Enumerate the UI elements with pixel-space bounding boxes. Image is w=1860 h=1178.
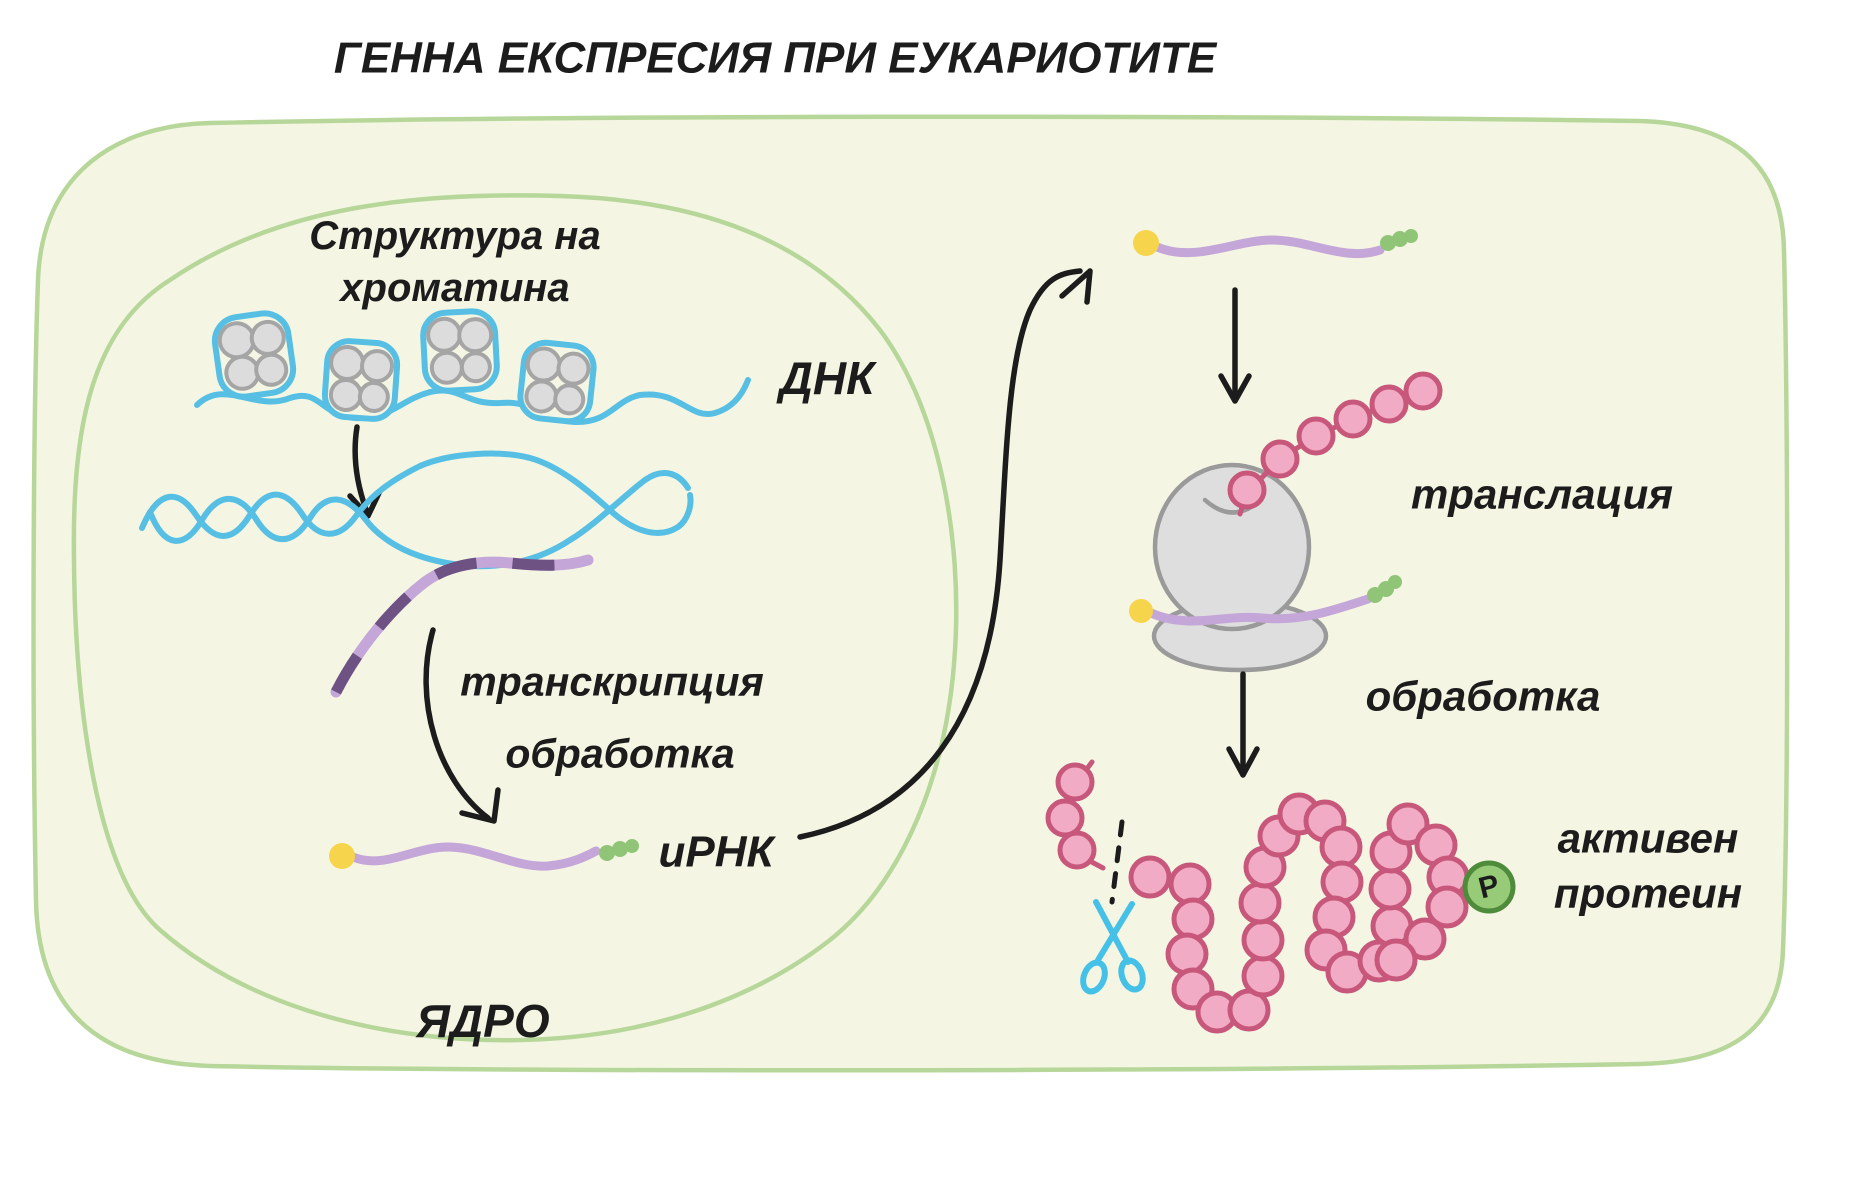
cleaved-peptide-fragment [1045,759,1106,871]
page-title: ГЕННА ЕКСПРЕСИЯ ПРИ ЕУКАРИОТИТЕ [333,33,1217,83]
translation-arrow [1218,287,1252,404]
nascent-rna [330,554,594,698]
nuclear-export-arrow [797,268,1093,840]
cytoplasmic-mrna [1133,229,1418,259]
mrna-in-ribosome [1146,594,1373,626]
nucleus-label: ЯДРО [416,995,550,1048]
nucleosome [211,310,297,400]
transcription-label: транскрипция [460,658,764,705]
mrna-molecule [329,839,639,871]
chromatin-structure-label: Структура на хроматина [309,214,601,310]
nucleosome [420,308,500,394]
scissors-icon [1080,899,1146,995]
dna-label: ДНК [779,352,875,405]
processing-label-cytoplasm: обработка [1365,672,1601,720]
translation-label: транслация [1410,470,1674,518]
active-protein-label: активен протеин [1553,814,1743,916]
unwound-dna [139,450,694,698]
ribosome [1129,371,1443,673]
chromatin-fiber [194,308,751,426]
dna-strand [194,377,751,426]
mrna-label: иРНК [658,827,774,877]
cleavage-site-dashed-line [1109,819,1125,905]
five-prime-cap [329,843,355,869]
nucleosome [517,339,597,425]
processing-label-nucleus: обработка [505,730,735,777]
nucleus-membrane [71,193,959,1043]
active-protein [1128,792,1516,1034]
processing-arrow [1226,671,1260,778]
nucleosome [321,338,401,422]
transcription-arrow [423,627,501,824]
ribosome-large-subunit [1152,462,1312,632]
polypeptide-chain [1227,371,1443,517]
phosphate-badge [1462,860,1516,914]
